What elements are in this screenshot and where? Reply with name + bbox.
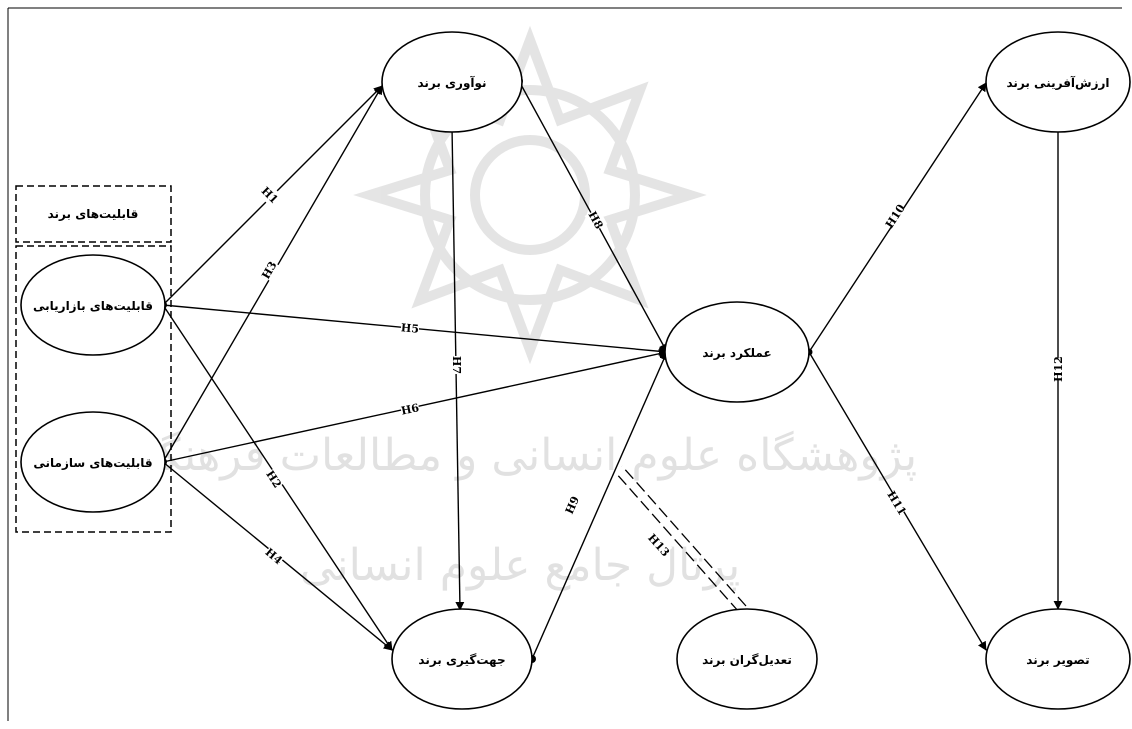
hypothesis-h9-label: H9 — [563, 494, 582, 516]
brand-capabilities-label: قابلیت‌های برند — [48, 207, 139, 221]
brand-capabilities-group-box — [15, 245, 172, 533]
edge-h9 — [531, 351, 668, 660]
brand-orientation-label: جهت‌گیری برند — [418, 653, 505, 667]
marketing-capabilities-label: قابلیت‌های بازاریابی — [33, 299, 153, 313]
hypothesis-h7-label: H7 — [450, 356, 463, 374]
brand-performance-node — [664, 301, 810, 403]
organizational-capabilities-node — [20, 411, 166, 513]
brand-capabilities-title-box — [15, 185, 172, 243]
hypothesis-h4-label: H4 — [263, 546, 285, 568]
brand-innovation-label: نوآوری برند — [417, 75, 486, 91]
edge-h13 — [614, 465, 747, 613]
hypothesis-h3-label: H3 — [259, 259, 279, 281]
brand-innovation-node — [381, 31, 523, 133]
brand-performance-label: عملکرد برند — [702, 346, 771, 360]
brand-image-label: تصویر برند — [1026, 653, 1089, 668]
hypothesis-h1-label: H1 — [259, 184, 281, 206]
hypothesis-h5-label: H5 — [400, 321, 419, 336]
watermark-line-2: پرتال جامع علوم انسانی — [300, 540, 741, 591]
hypothesis-h8-label: H8 — [586, 209, 606, 231]
brand-moderators-node — [676, 608, 818, 710]
brand-value-creation-label: ارزش‌آفرینی برند — [1006, 75, 1109, 90]
brand-orientation-node — [391, 608, 533, 710]
organizational-capabilities-label: قابلیت‌های سازمانی — [33, 456, 152, 470]
hypothesis-h12-label: H12 — [1052, 356, 1065, 382]
watermark-line-1: پژوهشگاه علوم انسانی و مطالعات فرهنگی — [123, 430, 917, 481]
brand-value-creation-node — [985, 31, 1131, 133]
marketing-capabilities-node — [20, 254, 166, 356]
watermark-emblem-icon — [353, 25, 707, 365]
brand-image-node — [985, 608, 1131, 710]
hypothesis-h6-label: H6 — [400, 401, 421, 418]
brand-moderators-label: تعدیل‌گران برند — [702, 653, 792, 667]
